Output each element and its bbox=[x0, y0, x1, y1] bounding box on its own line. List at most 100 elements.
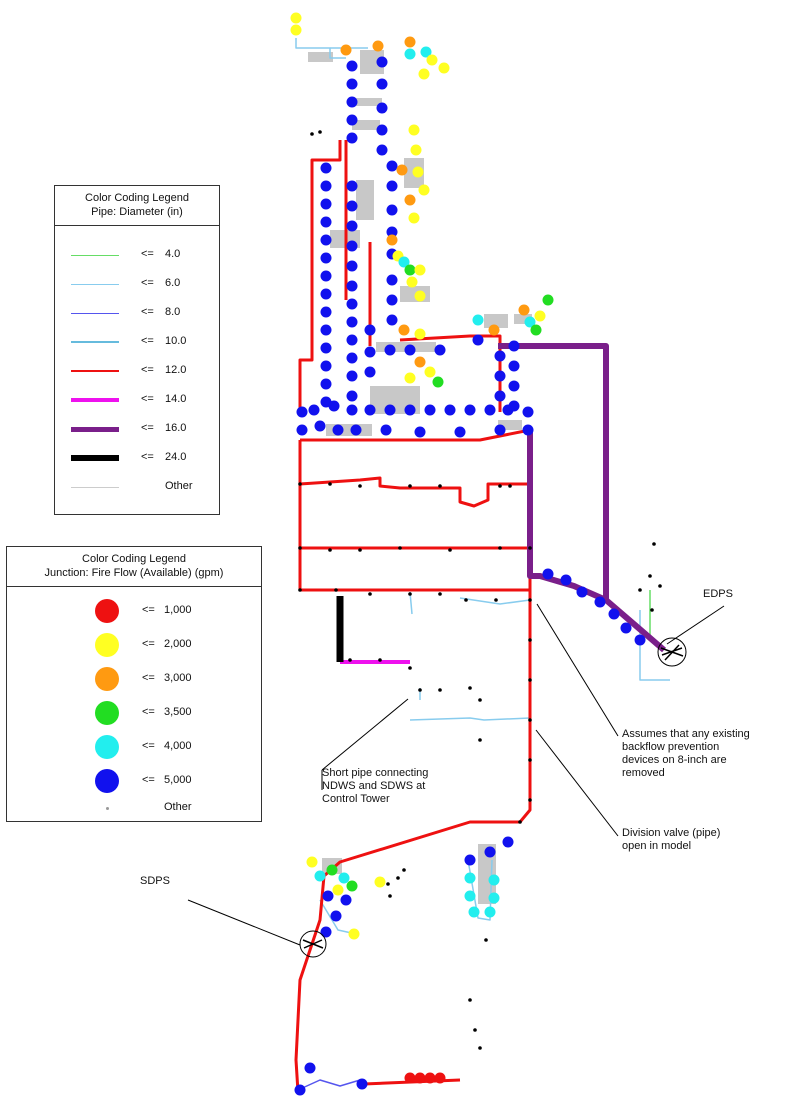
junction-node bbox=[346, 220, 358, 232]
junction-node-minor bbox=[498, 484, 502, 488]
junction-node bbox=[376, 78, 388, 90]
junction-node bbox=[386, 160, 398, 172]
junction-node bbox=[472, 334, 484, 346]
fire-flow-swatch-3500 bbox=[95, 701, 119, 725]
junction-node bbox=[290, 24, 302, 36]
junction-node bbox=[464, 872, 476, 884]
junction-node-minor bbox=[368, 592, 372, 596]
division-valve-note: Division valve (pipe) open in model bbox=[622, 827, 721, 852]
fire-flow-legend-title: Color Coding Legend bbox=[82, 553, 186, 565]
junction-node bbox=[398, 256, 410, 268]
junction-node bbox=[346, 96, 358, 108]
junction-node bbox=[576, 586, 588, 598]
junction-node bbox=[508, 340, 520, 352]
junction-node-minor bbox=[438, 484, 442, 488]
fire-flow-swatch-4000 bbox=[95, 735, 119, 759]
junction-node bbox=[414, 1072, 426, 1084]
backflow-note: Assumes that any existing backflow preve… bbox=[622, 728, 750, 779]
junction-node bbox=[320, 324, 332, 336]
junction-node bbox=[290, 12, 302, 24]
junction-node bbox=[346, 316, 358, 328]
junction-node-minor bbox=[358, 548, 362, 552]
junction-node-minor bbox=[334, 588, 338, 592]
junction-node bbox=[508, 400, 520, 412]
junction-node bbox=[404, 194, 416, 206]
junction-node bbox=[384, 404, 396, 416]
junction-node bbox=[404, 344, 416, 356]
fire-flow-legend-value: 5,000 bbox=[164, 774, 192, 786]
junction-node bbox=[320, 926, 332, 938]
junction-node bbox=[494, 370, 506, 382]
pipe-legend-row: <= 12.0 bbox=[55, 360, 219, 384]
junction-node-minor bbox=[388, 894, 392, 898]
pipe-segment bbox=[299, 476, 530, 508]
junction-node bbox=[322, 890, 334, 902]
junction-node bbox=[560, 574, 572, 586]
junction-node-minor bbox=[438, 592, 442, 596]
junction-node bbox=[314, 870, 326, 882]
junction-node bbox=[472, 314, 484, 326]
pipe-legend-op: <= bbox=[141, 364, 154, 376]
fire-flow-legend-row: <= 3,500 bbox=[7, 697, 261, 729]
pipe-swatch-24 bbox=[71, 455, 119, 461]
fire-flow-legend-row: <= 1,000 bbox=[7, 595, 261, 627]
fire-flow-swatch-5000 bbox=[95, 769, 119, 793]
junction-node bbox=[320, 198, 332, 210]
pipe-swatch-10 bbox=[71, 341, 119, 343]
junction-node bbox=[346, 200, 358, 212]
junction-node-minor bbox=[638, 588, 642, 592]
junction-node-minor bbox=[348, 658, 352, 662]
junction-node bbox=[320, 252, 332, 264]
pipe-legend-row: <= 24.0 bbox=[55, 447, 219, 471]
pipe-legend-op: <= bbox=[141, 335, 154, 347]
junction-node bbox=[348, 928, 360, 940]
junction-node bbox=[408, 212, 420, 224]
junction-node bbox=[508, 360, 520, 372]
pipe-legend-op: <= bbox=[141, 451, 154, 463]
junction-node-minor bbox=[648, 574, 652, 578]
junction-node bbox=[386, 234, 398, 246]
junction-node bbox=[338, 872, 350, 884]
junction-node-minor bbox=[473, 1028, 477, 1032]
junction-node-minor bbox=[298, 588, 302, 592]
junction-node bbox=[396, 164, 408, 176]
junction-node-minor bbox=[408, 666, 412, 670]
pipe-legend-row: <= 14.0 bbox=[55, 389, 219, 413]
junction-node bbox=[406, 276, 418, 288]
junction-node bbox=[346, 404, 358, 416]
junction-node-minor bbox=[328, 482, 332, 486]
junction-node bbox=[404, 48, 416, 60]
junction-node bbox=[444, 404, 456, 416]
junction-node bbox=[326, 864, 338, 876]
pipe-swatch-16 bbox=[71, 426, 119, 432]
fire-flow-legend-row: Other bbox=[7, 797, 261, 819]
junction-node bbox=[376, 56, 388, 68]
junction-node bbox=[522, 406, 534, 418]
junction-node-minor bbox=[408, 484, 412, 488]
pipe-legend-row: <= 10.0 bbox=[55, 331, 219, 355]
pipe-legend-value: 14.0 bbox=[165, 393, 187, 405]
junction-node bbox=[346, 280, 358, 292]
junction-node bbox=[414, 356, 426, 368]
junction-nodes bbox=[208, 12, 662, 1096]
pipe-segment bbox=[294, 430, 532, 1093]
junction-node bbox=[346, 240, 358, 252]
junction-node-minor bbox=[468, 998, 472, 1002]
junction-node bbox=[346, 260, 358, 272]
junction-node-minor bbox=[448, 548, 452, 552]
pipe-legend-op: <= bbox=[141, 422, 154, 434]
pipe-segment bbox=[298, 440, 530, 592]
junction-node bbox=[346, 370, 358, 382]
junction-node bbox=[386, 274, 398, 286]
junction-node-minor bbox=[378, 658, 382, 662]
pipe-legend-value: 8.0 bbox=[165, 306, 181, 318]
junction-node bbox=[386, 294, 398, 306]
junction-node-minor bbox=[318, 130, 322, 134]
junction-node bbox=[294, 1084, 306, 1096]
fire-flow-legend-op: <= bbox=[142, 604, 155, 616]
junction-node-minor bbox=[478, 738, 482, 742]
junction-node bbox=[424, 1072, 436, 1084]
junction-node bbox=[530, 324, 542, 336]
junction-node bbox=[374, 876, 386, 888]
